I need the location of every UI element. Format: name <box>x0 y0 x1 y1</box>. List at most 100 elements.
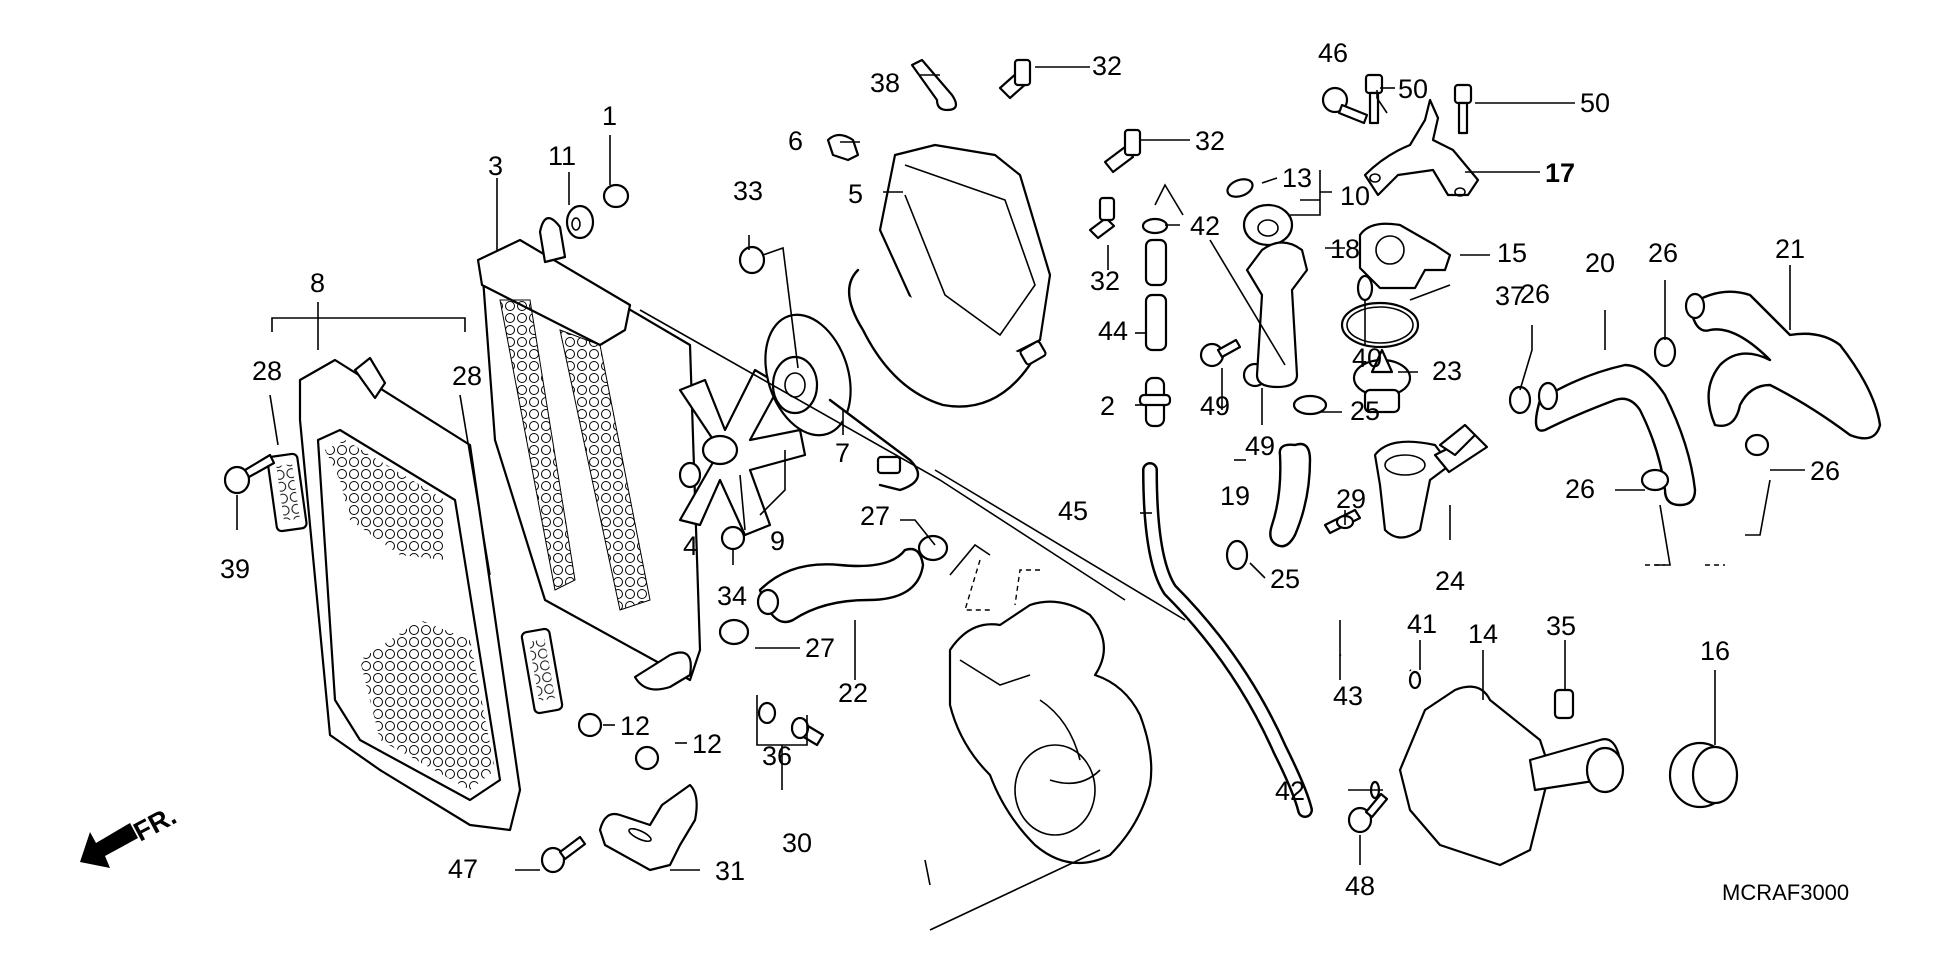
callout-4[interactable]: 4 <box>683 531 698 561</box>
hose-clamp-26-c[interactable] <box>1640 468 1670 492</box>
callout-18[interactable]: 18 <box>1330 234 1360 264</box>
callout-43[interactable]: 43 <box>1333 681 1363 711</box>
callout-38[interactable]: 38 <box>870 68 900 98</box>
callout-50-a[interactable]: 50 <box>1398 74 1428 104</box>
callout-32-b[interactable]: 32 <box>1195 126 1225 156</box>
bolt-50-left[interactable] <box>1364 73 1384 125</box>
callout-24[interactable]: 24 <box>1435 566 1465 596</box>
callout-28-b[interactable]: 28 <box>452 361 482 391</box>
callout-29[interactable]: 29 <box>1336 484 1366 514</box>
callout-12-b[interactable]: 12 <box>692 729 722 759</box>
callout-23[interactable]: 23 <box>1432 356 1462 386</box>
hose-clamp-26-a[interactable] <box>1508 385 1532 415</box>
callout-47[interactable]: 47 <box>448 854 478 884</box>
fan-motor[interactable] <box>751 304 920 492</box>
hose-19[interactable] <box>1269 442 1312 548</box>
o-ring-40[interactable] <box>1356 274 1374 302</box>
callout-13[interactable]: 13 <box>1282 163 1312 193</box>
joint-2[interactable] <box>1138 376 1172 428</box>
callout-12-a[interactable]: 12 <box>620 711 650 741</box>
radiator[interactable] <box>476 217 702 691</box>
callout-16[interactable]: 16 <box>1700 636 1730 666</box>
radiator-grille[interactable] <box>298 356 522 832</box>
callout-25-a[interactable]: 25 <box>1350 396 1380 426</box>
o-ring-37[interactable] <box>1340 301 1420 349</box>
callout-48[interactable]: 48 <box>1345 871 1375 901</box>
bolt-46[interactable] <box>1321 86 1369 125</box>
tube-44-upper[interactable] <box>1144 238 1168 287</box>
callout-7[interactable]: 7 <box>835 438 850 468</box>
callout-49-b[interactable]: 49 <box>1245 431 1275 461</box>
bracket-17[interactable] <box>1363 98 1480 197</box>
nut-34[interactable] <box>720 525 746 551</box>
hose-clamp-26-d[interactable] <box>1744 433 1770 457</box>
callout-8[interactable]: 8 <box>310 268 325 298</box>
cap-assembly[interactable] <box>1242 203 1294 247</box>
callout-35[interactable]: 35 <box>1546 611 1576 641</box>
callout-27-a[interactable]: 27 <box>860 501 890 531</box>
clip-41[interactable] <box>1408 670 1422 690</box>
screw-33[interactable] <box>738 245 766 275</box>
lower-hose-22[interactable] <box>756 547 925 624</box>
callout-42-b[interactable]: 42 <box>1275 776 1305 806</box>
callout-32-a[interactable]: 32 <box>1092 51 1122 81</box>
cooling-fan[interactable] <box>678 368 807 537</box>
hose-clamp-27-b[interactable] <box>718 618 750 646</box>
callout-26-b[interactable]: 26 <box>1648 238 1678 268</box>
callout-25-b[interactable]: 25 <box>1270 564 1300 594</box>
callout-15[interactable]: 15 <box>1497 238 1527 268</box>
thermostat[interactable] <box>1352 348 1412 414</box>
callout-45[interactable]: 45 <box>1058 496 1088 526</box>
terminal-38[interactable] <box>910 58 958 112</box>
callout-49-a[interactable]: 49 <box>1200 391 1230 421</box>
callout-3[interactable]: 3 <box>488 151 503 181</box>
callout-17[interactable]: 17 <box>1545 158 1575 188</box>
callout-9[interactable]: 9 <box>770 526 785 556</box>
upper-hose-20[interactable] <box>1534 363 1697 507</box>
callout-22[interactable]: 22 <box>838 678 868 708</box>
overflow-tube-45[interactable] <box>1142 462 1313 818</box>
callout-21[interactable]: 21 <box>1775 234 1805 264</box>
callout-30[interactable]: 30 <box>782 828 812 858</box>
radiator-cap-plug-1[interactable] <box>602 183 630 209</box>
collar-12-b[interactable] <box>634 745 660 771</box>
stay-31[interactable] <box>598 783 698 872</box>
collar-12-a[interactable] <box>577 712 603 738</box>
hose-clamp-26-b[interactable] <box>1653 336 1677 368</box>
callout-14[interactable]: 14 <box>1468 619 1498 649</box>
callout-28-a[interactable]: 28 <box>252 356 282 386</box>
callout-27-b[interactable]: 27 <box>805 633 835 663</box>
callout-42-a[interactable]: 42 <box>1190 211 1220 241</box>
bolt-50-right[interactable] <box>1453 83 1473 135</box>
tube-44[interactable] <box>1144 293 1168 352</box>
hose-clamp-25-top[interactable] <box>1292 394 1328 416</box>
callout-39[interactable]: 39 <box>220 554 250 584</box>
clip-6[interactable] <box>826 133 860 162</box>
clip-42-top[interactable] <box>1141 217 1169 235</box>
bolt-47[interactable] <box>540 835 587 874</box>
callout-40[interactable]: 40 <box>1352 343 1382 373</box>
callout-20[interactable]: 20 <box>1585 248 1615 278</box>
callout-32-c[interactable]: 32 <box>1090 266 1120 296</box>
callout-41[interactable]: 41 <box>1407 609 1437 639</box>
clip-nut-35[interactable] <box>1553 688 1575 720</box>
callout-19[interactable]: 19 <box>1220 481 1250 511</box>
o-ring-13[interactable] <box>1225 176 1255 200</box>
callout-5[interactable]: 5 <box>848 179 863 209</box>
callout-31[interactable]: 31 <box>715 856 745 886</box>
bolt-49-left[interactable] <box>1199 338 1242 368</box>
callout-36[interactable]: 36 <box>762 741 792 771</box>
thermostat-housing[interactable] <box>1373 423 1489 539</box>
callout-26-c[interactable]: 26 <box>1565 474 1595 504</box>
callout-50-b[interactable]: 50 <box>1580 88 1610 118</box>
grommet-11[interactable] <box>565 204 595 240</box>
reserve-tank-cap[interactable] <box>1668 741 1739 809</box>
callout-2[interactable]: 2 <box>1100 391 1115 421</box>
callout-10[interactable]: 10 <box>1340 181 1370 211</box>
callout-11[interactable]: 11 <box>548 141 576 171</box>
hose-clamp-27-a[interactable] <box>917 534 949 562</box>
callout-46[interactable]: 46 <box>1318 38 1348 68</box>
reserve-tank[interactable] <box>1398 685 1625 867</box>
callout-34[interactable]: 34 <box>717 581 747 611</box>
bolt-32-mid[interactable] <box>1103 128 1142 174</box>
